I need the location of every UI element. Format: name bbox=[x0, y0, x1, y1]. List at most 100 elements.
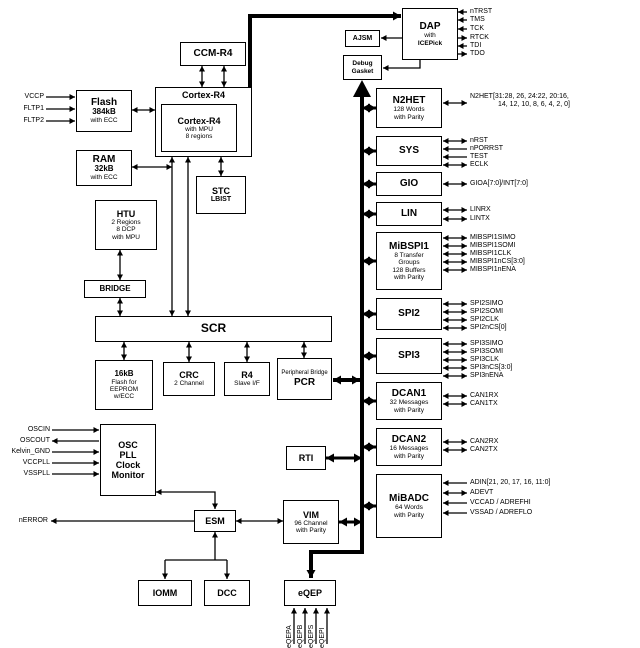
signal-spi2somi: SPI2SOMI bbox=[470, 308, 504, 315]
signal-adin: ADIN[21, 20, 17, 16, 11:0] bbox=[470, 479, 551, 486]
block-title: SPI3 bbox=[398, 350, 420, 362]
block-subtitle: 2 Regions bbox=[111, 219, 141, 227]
block-eeprom-flash: 16kB Flash for EEPROM w/ECC bbox=[95, 360, 153, 410]
block-dcan2: DCAN2 16 Messages with Parity bbox=[376, 428, 442, 466]
block-title: Gasket bbox=[351, 67, 374, 75]
block-title: PLL bbox=[119, 449, 137, 460]
block-title: DCAN1 bbox=[391, 388, 427, 400]
block-title: DAP bbox=[419, 21, 441, 33]
block-title: PCR bbox=[293, 376, 316, 388]
signal-tdi: TDI bbox=[470, 42, 482, 49]
block-debug-gasket: Debug Gasket bbox=[343, 55, 382, 80]
block-subtitle: w/ECC bbox=[113, 393, 135, 401]
signal-rtck: RTCK bbox=[470, 34, 489, 41]
block-ram: RAM 32kB with ECC bbox=[76, 150, 132, 186]
signal-mibspi1clk: MIBSPI1CLK bbox=[470, 250, 512, 257]
block-spi2: SPI2 bbox=[376, 298, 442, 330]
block-subtitle: with MPU bbox=[112, 233, 140, 241]
signal-eqepa: eQEPA bbox=[286, 625, 293, 648]
block-subtitle: 32kB bbox=[94, 164, 114, 174]
block-n2het: N2HET 128 Words with Parity bbox=[376, 88, 442, 128]
signal-oscin: OSCIN bbox=[27, 426, 50, 433]
block-mibspi1: MiBSPI1 8 Transfer Groups 128 Buffers wi… bbox=[376, 232, 442, 290]
block-title: VIM bbox=[302, 509, 319, 520]
block-title: R4 bbox=[241, 370, 253, 381]
block-title: 16kB bbox=[114, 368, 134, 378]
block-osc-pll: OSC PLL Clock Monitor bbox=[100, 424, 156, 496]
block-title: MiBADC bbox=[389, 493, 429, 505]
block-subtitle: 128 Buffers bbox=[392, 266, 426, 274]
signal-spi3simo: SPI3SIMO bbox=[470, 340, 504, 347]
block-gio: GIO bbox=[376, 172, 442, 196]
block-subtitle: 64 Words bbox=[395, 504, 423, 512]
block-subtitle: with Parity bbox=[394, 273, 424, 281]
block-title: eQEP bbox=[297, 587, 322, 598]
block-dap: DAP with ICEPick bbox=[402, 8, 458, 60]
block-sys: SYS bbox=[376, 136, 442, 166]
block-title: MiBSPI1 bbox=[388, 240, 429, 252]
signal-linrx: LINRX bbox=[470, 206, 491, 213]
signal-n2het-line2: 14, 12, 10, 8, 6, 4, 2, 0] bbox=[498, 101, 570, 108]
signal-eqeps: eQEPS bbox=[308, 624, 315, 648]
signal-nrst: nRST bbox=[470, 137, 488, 144]
signal-ntrst: nTRST bbox=[470, 8, 493, 15]
block-title: RAM bbox=[92, 154, 116, 166]
block-flash: Flash 384kB with ECC bbox=[76, 90, 132, 132]
block-subtitle: with MPU bbox=[185, 125, 213, 133]
block-subtitle: Groups bbox=[398, 259, 420, 267]
signal-tck: TCK bbox=[470, 25, 484, 32]
block-title: CCM-R4 bbox=[193, 48, 233, 60]
block-subtitle: with ECC bbox=[90, 174, 118, 182]
block-subtitle: with ECC bbox=[90, 117, 118, 125]
signal-eqepb: eQEPB bbox=[297, 624, 304, 648]
block-subtitle: Peripheral Bridge bbox=[281, 370, 328, 377]
block-title: LIN bbox=[400, 208, 418, 220]
signal-gioa: GIOA[7:0]/INT[7:0] bbox=[470, 180, 528, 187]
signal-can2rx: CAN2RX bbox=[470, 438, 499, 445]
block-subtitle: 32 Messages bbox=[389, 399, 429, 407]
signal-oscout: OSCOUT bbox=[20, 437, 50, 444]
block-title: RTI bbox=[298, 452, 314, 463]
block-title: DCAN2 bbox=[391, 434, 427, 446]
signal-spi2simo: SPI2SIMO bbox=[470, 300, 504, 307]
block-spi3: SPI3 bbox=[376, 338, 442, 374]
block-title: DCC bbox=[217, 587, 237, 598]
block-subtitle: with Parity bbox=[296, 527, 326, 535]
signal-mibspi1somi: MIBSPI1SOMI bbox=[470, 242, 516, 249]
block-dcc: DCC bbox=[204, 580, 250, 606]
signal-spi3somi: SPI3SOMI bbox=[470, 348, 504, 355]
signal-vccad: VCCAD / ADREFHI bbox=[470, 499, 531, 506]
block-title: GIO bbox=[399, 178, 419, 190]
block-title: AJSM bbox=[352, 34, 373, 42]
block-title: Clock bbox=[115, 460, 141, 470]
signal-eqepi: eQEPI bbox=[319, 627, 326, 648]
block-subtitle: 384kB bbox=[92, 107, 116, 117]
block-title: STC bbox=[212, 186, 230, 197]
signal-spi3clk: SPI3CLK bbox=[470, 356, 499, 363]
signal-lintx: LINTX bbox=[470, 215, 490, 222]
block-cortex-r4: Cortex-R4 with MPU 8 regions bbox=[161, 104, 237, 152]
block-subtitle: 16 Messages bbox=[389, 445, 429, 453]
block-bridge: BRIDGE bbox=[84, 280, 146, 298]
signal-vssad: VSSAD / ADREFLO bbox=[470, 509, 533, 516]
block-subtitle: with Parity bbox=[394, 113, 424, 121]
signal-kelvin-gnd: Kelvin_GND bbox=[11, 448, 50, 455]
block-dcan1: DCAN1 32 Messages with Parity bbox=[376, 382, 442, 420]
block-mibadc: MiBADC 64 Words with Parity bbox=[376, 474, 442, 538]
block-title: Cortex-R4 bbox=[181, 90, 225, 100]
block-subtitle: 8 regions bbox=[185, 133, 213, 141]
block-subtitle: EEPROM bbox=[109, 385, 139, 393]
signal-fltp2: FLTP2 bbox=[23, 117, 45, 124]
block-title: Flash bbox=[90, 97, 118, 109]
block-subtitle: 128 Words bbox=[393, 106, 425, 114]
signal-n2het-line1: N2HET[31:28, 26, 24:22, 20:16, bbox=[470, 93, 569, 100]
block-title: Cortex-R4 bbox=[177, 115, 221, 126]
signal-spi2clk: SPI2CLK bbox=[470, 316, 499, 323]
signal-spi3ncs: SPI3nCS[3:0] bbox=[470, 364, 513, 371]
block-ajsm: AJSM bbox=[345, 30, 380, 47]
block-title: SCR bbox=[200, 321, 227, 336]
block-title: Debug bbox=[352, 60, 373, 68]
block-title: OSC bbox=[118, 439, 138, 450]
